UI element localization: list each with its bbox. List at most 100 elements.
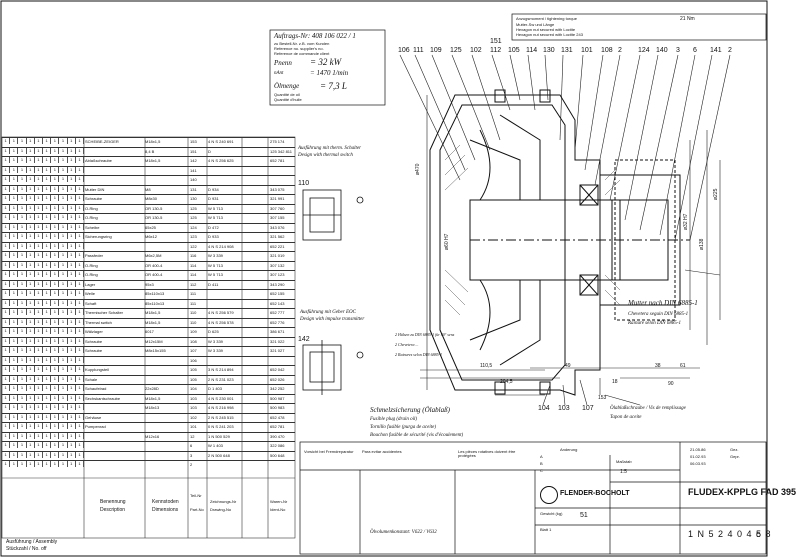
part-number: 110	[190, 310, 197, 315]
parts-header-drawing-de: Zeichnungs-Nr	[210, 499, 237, 504]
drawing-number: D 931	[208, 196, 219, 201]
part-number: 101	[190, 424, 197, 429]
part-number: 110	[190, 319, 197, 325]
warning-es: Para evitar accidentes	[362, 449, 402, 454]
part-description: O-Ring	[85, 215, 98, 220]
warning-de: Vorsicht bei Fremdreparatur	[304, 449, 354, 454]
part-dimensions: M8x15x155	[145, 348, 166, 353]
ident-number: 652 155	[270, 291, 285, 296]
order-sub2: Reference no. supplier's no.	[274, 46, 324, 51]
oil-volume-note: Ölvolumenkonstant: V622 / V632	[370, 530, 437, 535]
part-description: SCHEIBE-ZEIGER	[85, 139, 119, 144]
part-number: 125	[190, 205, 197, 211]
ident-number: 652 143	[270, 300, 285, 306]
callout-top: 141	[710, 47, 722, 54]
product-title: FLUDEX-KPPLG FAD 395	[688, 487, 796, 497]
callout-top: 3	[676, 47, 680, 54]
part-dimensions: M18x1,5	[145, 158, 161, 163]
callout-top: 101	[581, 47, 593, 54]
part-number: 108	[190, 338, 197, 344]
part-description: Schaufelrad	[85, 386, 107, 391]
ident-number: 343 076	[270, 224, 285, 230]
ec-label-2: Design with impulse transmitter	[300, 317, 365, 322]
callout-top: 111	[413, 47, 424, 54]
callout-top: 108	[601, 47, 613, 54]
part-number: 131	[190, 186, 197, 192]
ident-number: 321 991	[270, 196, 285, 201]
ident-number: 652 478	[270, 414, 285, 420]
part-number: 130	[190, 196, 197, 201]
ident-number: 343 290	[270, 281, 285, 287]
scale-value: 1:5	[620, 469, 627, 475]
part-dimensions: OR 400-4	[145, 272, 163, 277]
ident-number: 652 777	[270, 310, 285, 315]
callout-107: 107	[582, 405, 594, 412]
checked-label: Gepr.	[730, 454, 740, 459]
ident-number: 321 019	[270, 253, 285, 258]
part-description: O-Ring	[85, 205, 98, 211]
part-dimensions: 22x28D	[145, 386, 159, 391]
dim-49: 49	[565, 363, 571, 369]
callout-151: 151	[490, 38, 502, 45]
part-description: Schraube	[85, 196, 103, 201]
part-dimensions: M12x15M	[145, 338, 163, 344]
ident-number: 500 648	[270, 452, 285, 458]
parts-variant-label: Ausführung / Assembly	[6, 539, 58, 545]
part-number: 124	[190, 224, 197, 230]
oil-sub1: Quantité de oil	[274, 92, 300, 97]
parts-qty-label: Stückzahl / No. off	[6, 546, 47, 552]
parts-header-dimensions-en: Dimensions	[152, 507, 179, 513]
part-number: 2	[190, 462, 193, 467]
parts-header-ident-en: Ident-No	[270, 507, 286, 512]
drawing-number: D 1 403	[208, 386, 223, 391]
part-number: 104	[190, 386, 197, 391]
ident-number: 342 252	[270, 386, 285, 391]
company-logo	[540, 486, 558, 504]
dim-90: 90	[668, 381, 674, 387]
part-number: 106	[190, 357, 197, 363]
din-label-2: Chevetera seguin DIN 6885-1	[628, 312, 689, 317]
ec-label-1: Ausführung mit Geber EOC	[300, 310, 356, 315]
drawing-number: W 3 339	[208, 338, 223, 344]
drawn-label: Gez.	[730, 447, 739, 452]
part-number: 102	[190, 414, 197, 420]
part-number: 6	[190, 443, 193, 448]
torque-note: Anzugsmoment / tightening torque	[516, 16, 577, 21]
parts-header-description-en: Description	[100, 507, 126, 513]
callout-top: 6	[693, 47, 697, 54]
part-dimensions: OR 130-5	[145, 205, 163, 211]
warning-fr: Les pièces rotatives doivent être protég…	[458, 449, 516, 458]
drawing-number: 4 N S 256 625	[208, 158, 234, 163]
company-name: FLENDER-BOCHOLT	[560, 490, 630, 497]
drawing-number: W 3 339	[208, 253, 223, 258]
part-description: Scheibe	[85, 224, 100, 230]
part-description: Thermal switch	[85, 319, 112, 325]
fusible-label-3: Tornillo fusible (purga de aceite)	[370, 425, 437, 430]
part-description: Passfeder	[85, 253, 104, 258]
